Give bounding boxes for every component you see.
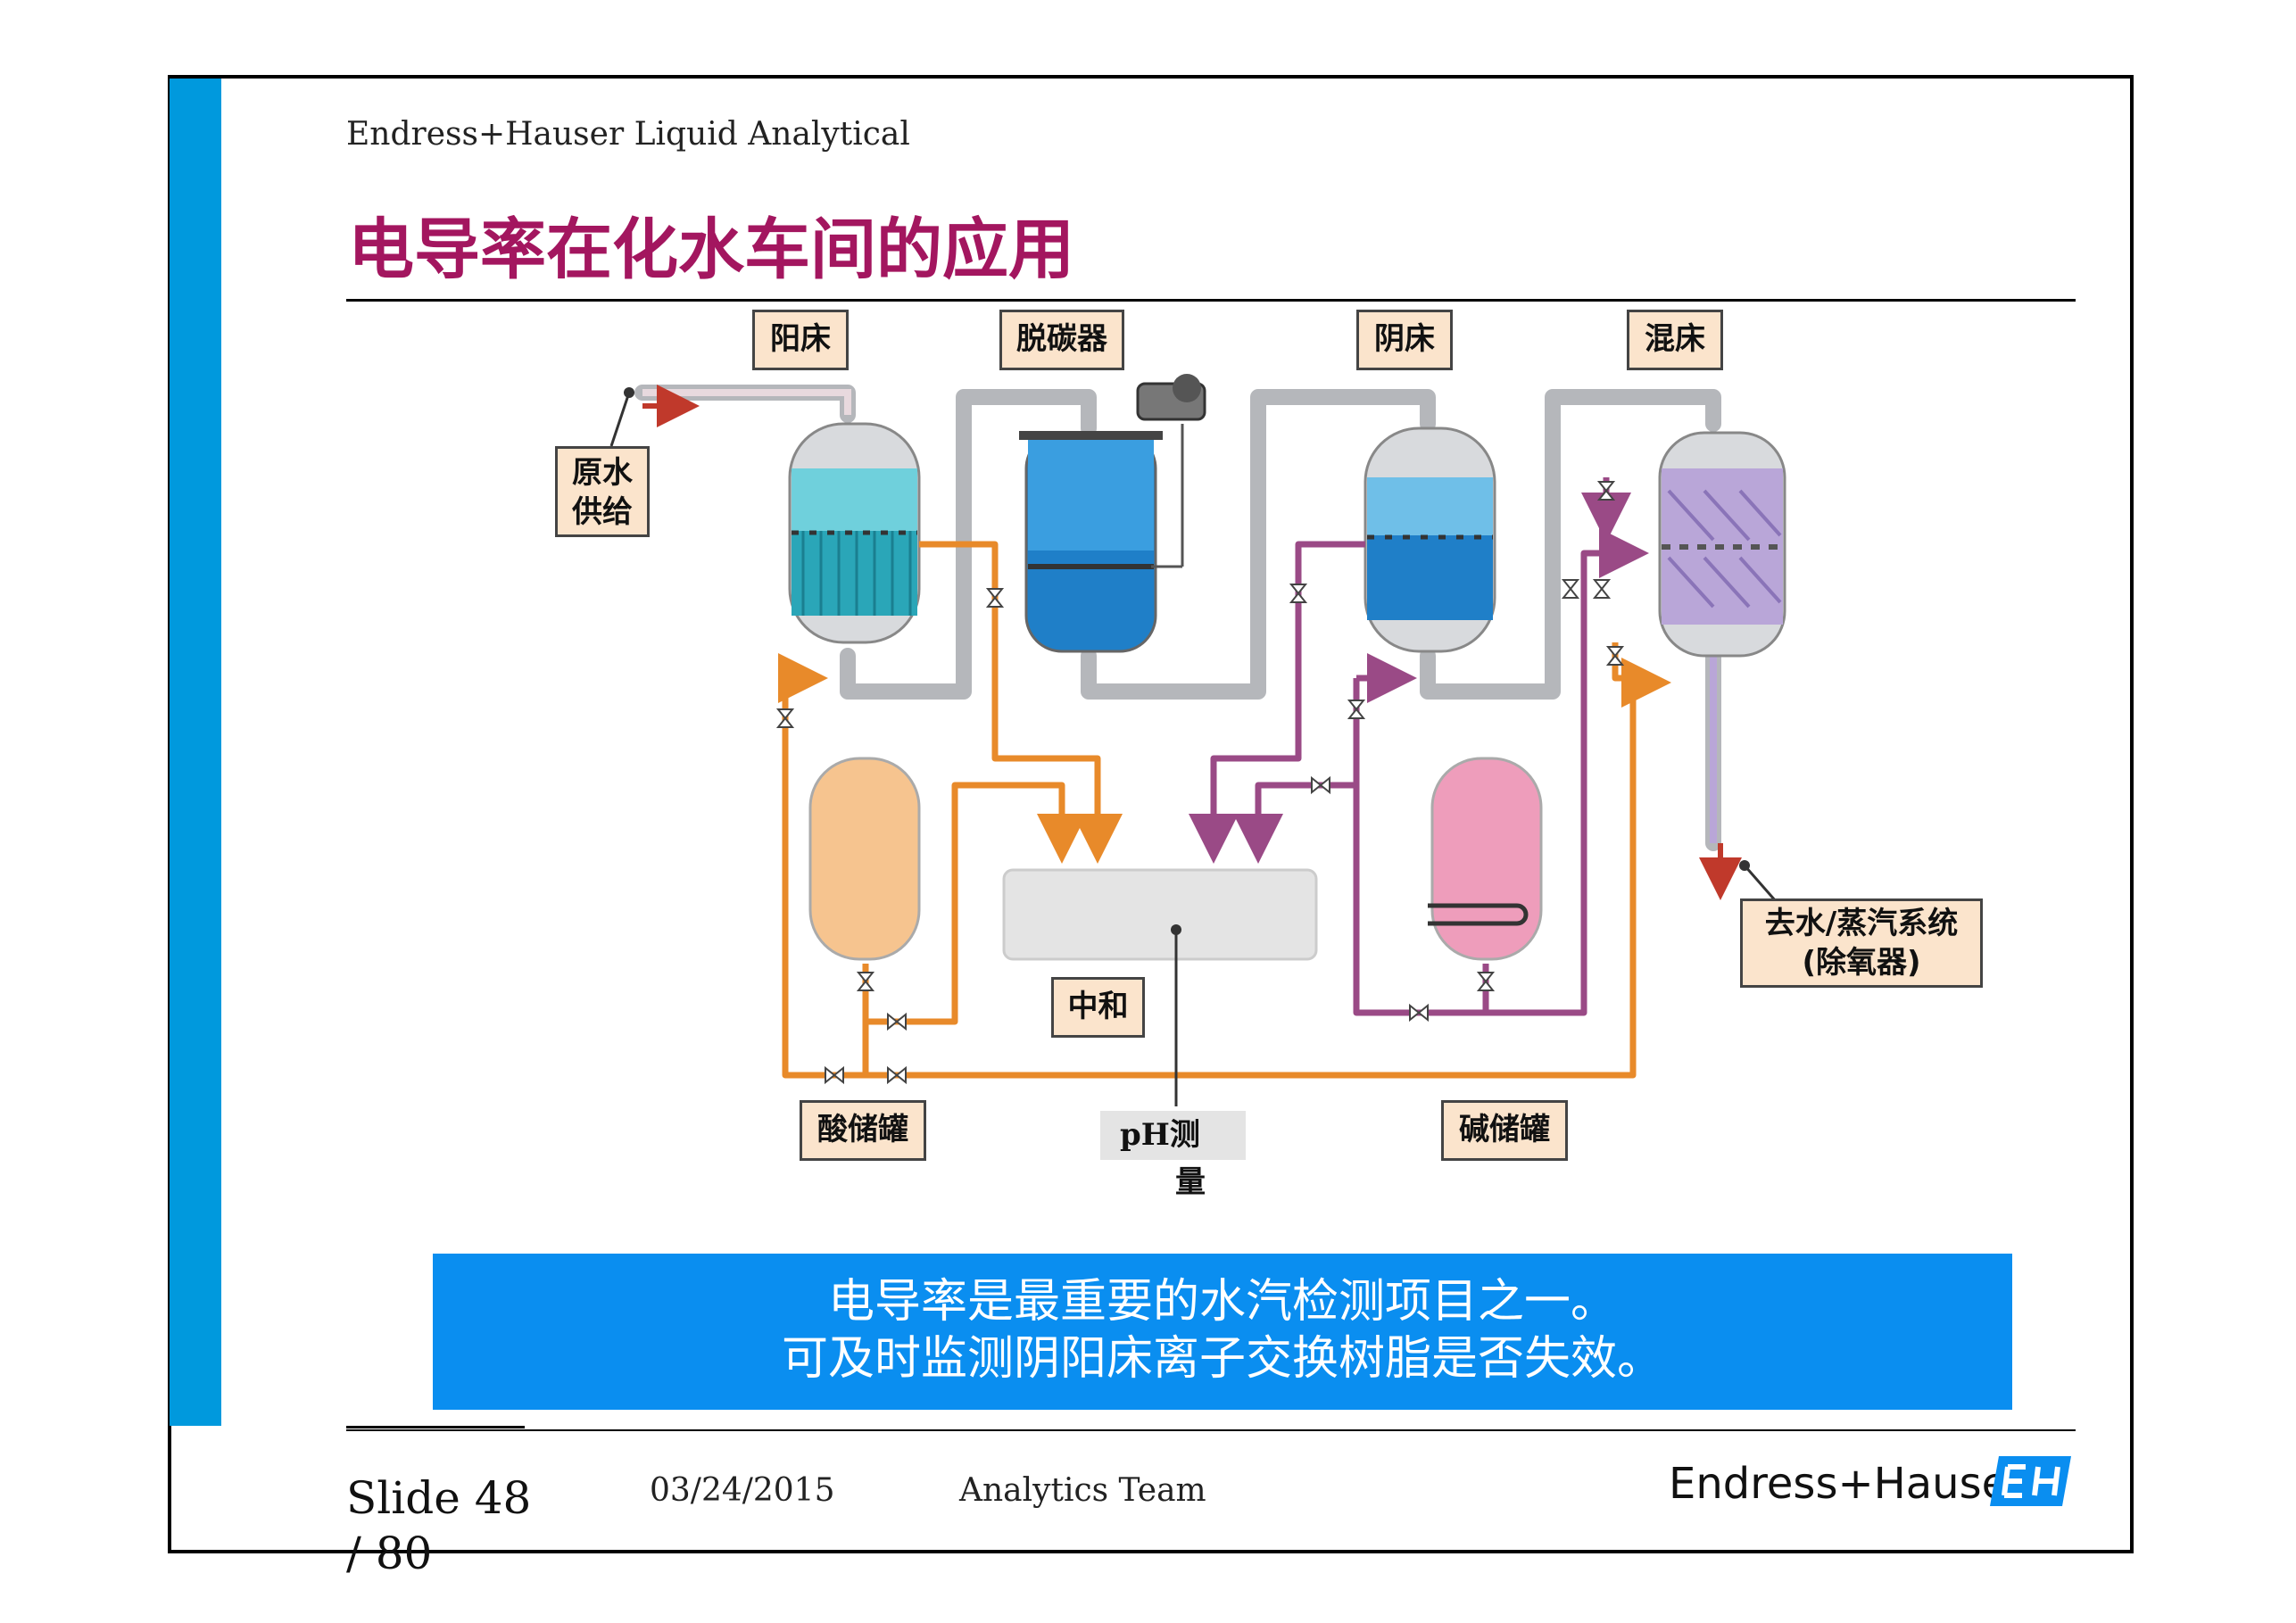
side-accent-bar — [170, 79, 221, 1426]
eh-logo-icon — [1988, 1454, 2073, 1511]
footer-date: 03/24/2015 — [650, 1472, 835, 1509]
label-anion-bed: 阴床 — [1356, 310, 1453, 370]
footer-team: Analytics Team — [959, 1472, 1206, 1509]
decarbonizer-vessel — [1019, 374, 1206, 653]
anion-bed-vessel — [1364, 426, 1496, 653]
water-treatment-diagram: 阳床 脱碳器 阴床 混床 原水 供给 去水/蒸汽系统 (除氧器) 中和 酸储罐 … — [526, 299, 1999, 1209]
label-mixed-bed: 混床 — [1627, 310, 1723, 370]
alkali-storage-tank — [1430, 757, 1543, 961]
label-cation-bed: 阳床 — [752, 310, 849, 370]
label-raw-water: 原水 供给 — [555, 446, 650, 537]
summary-banner: 电导率是最重要的水汽检测项目之一。 可及时监测阴阳床离子交换树脂是否失效。 — [433, 1254, 2012, 1410]
mixed-bed-vessel — [1658, 431, 1786, 658]
slide-total: / 80 — [346, 1528, 433, 1579]
banner-line-1: 电导率是最重要的水汽检测项目之一。 — [827, 1275, 1617, 1329]
label-decarbonizer: 脱碳器 — [999, 310, 1124, 370]
neutralization-basin — [1002, 868, 1318, 961]
heater-coil — [1428, 903, 1529, 926]
footer-divider-accent — [346, 1426, 525, 1428]
outlet-leader — [1743, 865, 1778, 902]
slide-number: Slide 48 — [346, 1472, 532, 1524]
acid-storage-tank — [808, 757, 921, 961]
valves — [775, 481, 1625, 1085]
label-neutralize: 中和 — [1051, 977, 1145, 1038]
cation-bed-vessel — [788, 422, 921, 644]
label-alkali-tank: 碱储罐 — [1441, 1100, 1568, 1161]
raw-water-leader — [609, 392, 631, 447]
brand-name: Endress+Hauser — [1669, 1459, 2026, 1509]
slide-title: 电导率在化水车间的应用 — [348, 211, 1074, 288]
label-outlet: 去水/蒸汽系统 (除氧器) — [1740, 898, 1983, 988]
company-header: Endress+Hauser Liquid Analytical — [346, 116, 910, 153]
raw-water-pipe-highlight — [642, 389, 851, 415]
label-ph-measurement-cont: 量 — [1175, 1164, 1206, 1200]
banner-line-2: 可及时监测阴阳床离子交换树脂是否失效。 — [781, 1332, 1663, 1386]
acid-lines — [778, 541, 1671, 1079]
process-flow-svg — [609, 374, 1786, 1106]
label-ph-measurement: pH测 — [1100, 1111, 1246, 1160]
title-divider — [346, 299, 2076, 302]
footer-divider — [346, 1429, 2076, 1431]
label-acid-tank: 酸储罐 — [800, 1100, 926, 1161]
